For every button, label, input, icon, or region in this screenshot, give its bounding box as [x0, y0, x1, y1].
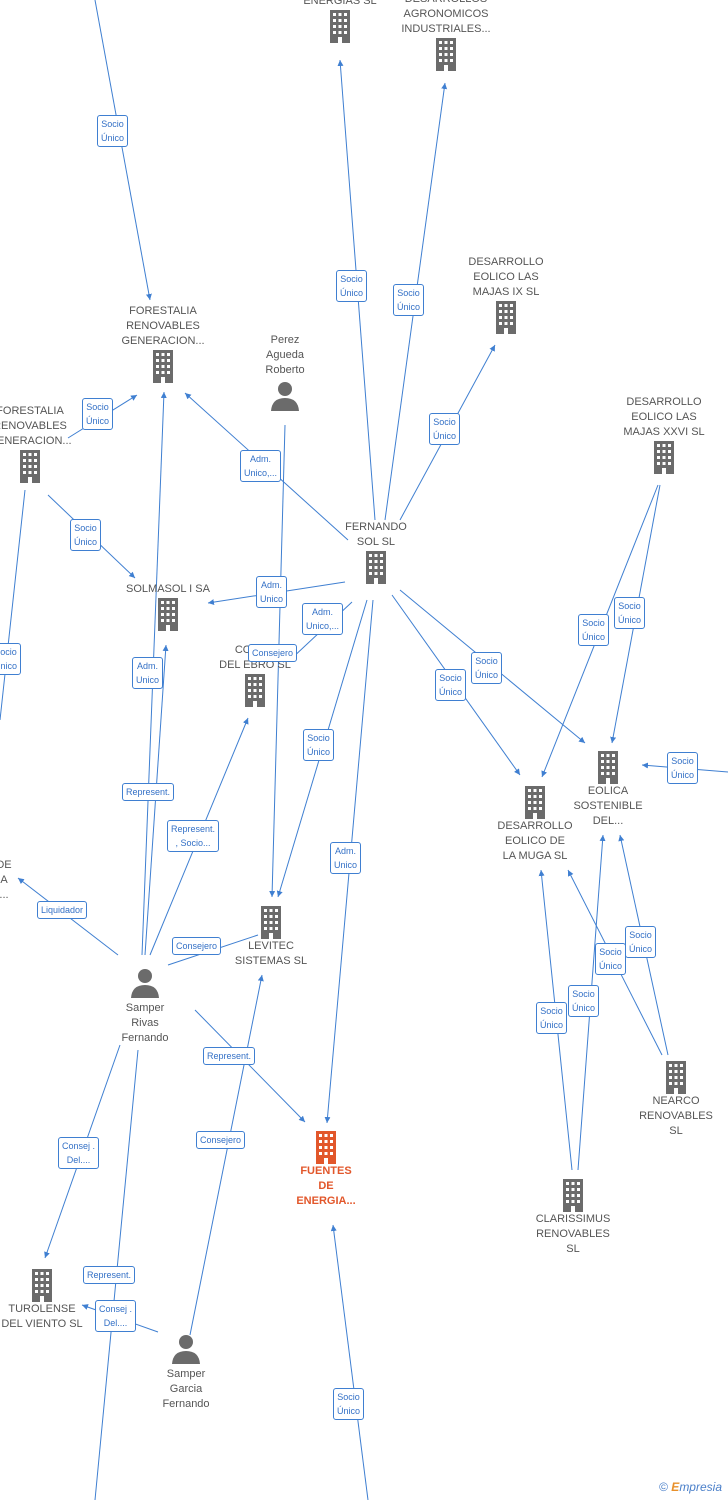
node-desarrollo-muga[interactable]: DESARROLLO EOLICO DE LA MUGA SL	[490, 785, 580, 864]
node-label: DESARROLLO EOLICO LAS MAJAS XXVI SL	[623, 396, 705, 438]
person-icon	[130, 968, 160, 998]
brand-initial: E	[671, 1480, 680, 1494]
edge-label[interactable]: Socio Único	[578, 614, 610, 646]
brand-name: mpresia	[679, 1480, 722, 1494]
edge-label[interactable]: Represent.	[122, 783, 175, 801]
node-label: FUENTES DE ENERGIA...	[296, 1165, 356, 1207]
node-label: Samper Rivas Fernando	[121, 1002, 169, 1044]
node-nearco[interactable]: NEARCO RENOVABLES SL	[630, 1060, 722, 1139]
edge-label[interactable]: Adm. Unico,...	[302, 603, 344, 635]
building-icon	[18, 449, 42, 483]
edge-label[interactable]: Socio Único	[82, 398, 114, 430]
node-fuentes-energia[interactable]: FUENTES DE ENERGIA...	[283, 1130, 369, 1209]
node-label: TUROLENSE DEL VIENTO SL	[1, 1303, 83, 1330]
edge-label[interactable]: Socio Único	[336, 270, 368, 302]
node-label: LEVITEC SISTEMAS SL	[234, 940, 308, 967]
node-partial-left[interactable]: DE A ...	[0, 858, 14, 903]
node-label: FORESTALIA RENOVABLES GENERACION...	[0, 405, 72, 447]
edge-label[interactable]: Liquidador	[37, 901, 88, 919]
node-label: FORESTALIA RENOVABLES GENERACION...	[121, 305, 205, 347]
edge-label[interactable]: Socio Único	[625, 926, 657, 958]
person-icon	[270, 381, 300, 411]
node-label: Perez Agueda Roberto	[265, 334, 305, 376]
edge-label[interactable]: Adm. Unico	[256, 576, 288, 608]
node-label: DE A ...	[0, 859, 12, 901]
node-desarrollo-eolico-majas-xxvi[interactable]: DESARROLLO EOLICO LAS MAJAS XXVI SL	[612, 395, 716, 474]
building-icon	[30, 1268, 54, 1302]
edge-label[interactable]: Consejero	[172, 937, 222, 955]
edge-label[interactable]: Socio Único	[333, 1388, 365, 1420]
brand-footer: © Empresia	[659, 1480, 722, 1494]
node-samper-rivas[interactable]: Samper Rivas Fernando	[110, 968, 180, 1046]
edge-label[interactable]: Consejero	[248, 644, 298, 662]
edge-label[interactable]: Socio Único	[667, 752, 699, 784]
node-label: NEARCO RENOVABLES SL	[639, 1095, 713, 1137]
node-fernando-sol[interactable]: FERNANDO SOL SL	[331, 520, 421, 584]
node-desarrollos-agronomicos[interactable]: DESARROLLOS AGRONOMICOS INDUSTRIALES...	[395, 0, 497, 71]
edge-label[interactable]: Socio Único	[595, 943, 627, 975]
building-icon	[664, 1060, 688, 1094]
edge-label[interactable]: Socio Único	[614, 597, 646, 629]
building-icon	[561, 1178, 585, 1212]
node-label: Samper Garcia Fernando	[162, 1368, 210, 1410]
node-label: DESARROLLO EOLICO DE LA MUGA SL	[497, 820, 573, 862]
node-desarrollo-eolico-majas-ix[interactable]: DESARROLLO EOLICO LAS MAJAS IX SL	[458, 255, 554, 334]
building-icon	[156, 597, 180, 631]
edge-label[interactable]: Represent. , Socio...	[167, 820, 220, 852]
building-icon	[314, 1130, 338, 1164]
node-clarissimus[interactable]: CLARISSIMUS RENOVABLES SL	[526, 1178, 620, 1257]
edge-label[interactable]: Socio Único	[303, 729, 335, 761]
node-forestalia-2[interactable]: FORESTALIA RENOVABLES GENERACION...	[0, 404, 80, 483]
building-icon	[523, 785, 547, 819]
edge-label[interactable]: Socio Único	[0, 643, 22, 675]
edge-label[interactable]: Socio Único	[435, 669, 467, 701]
node-label: FERNANDO SOL SL	[345, 521, 407, 548]
node-eolica-sostenible[interactable]: EOLICA SOSTENIBLE DEL...	[568, 750, 648, 829]
edge-label[interactable]: Socio Único	[393, 284, 425, 316]
edge-label[interactable]: Represent.	[83, 1266, 136, 1284]
node-solmasol[interactable]: SOLMASOL I SA	[118, 582, 218, 631]
node-label: SOLMASOL I SA	[126, 583, 210, 595]
edge-label[interactable]: Consej . Del....	[95, 1300, 137, 1332]
edge-label[interactable]: Represent.	[203, 1047, 256, 1065]
copyright-symbol: ©	[659, 1480, 668, 1494]
node-perez-agueda[interactable]: Perez Agueda Roberto	[255, 333, 315, 411]
building-icon	[328, 9, 352, 43]
edge-label[interactable]: Socio Único	[536, 1002, 568, 1034]
building-icon	[259, 905, 283, 939]
edge-label[interactable]: Socio Único	[70, 519, 102, 551]
edge-label[interactable]: Socio Único	[429, 413, 461, 445]
node-energias-sl[interactable]: ENERGIAS SL	[295, 0, 385, 43]
node-samper-garcia[interactable]: Samper Garcia Fernando	[151, 1334, 221, 1412]
building-icon	[434, 37, 458, 71]
edge-label[interactable]: Consejero	[196, 1131, 246, 1149]
node-label: DESARROLLO EOLICO LAS MAJAS IX SL	[468, 256, 544, 298]
building-icon	[596, 750, 620, 784]
edge-label[interactable]: Socio Único	[97, 115, 129, 147]
building-icon	[652, 440, 676, 474]
building-icon	[364, 550, 388, 584]
edge-label[interactable]: Socio Único	[471, 652, 503, 684]
node-label: CLARISSIMUS RENOVABLES SL	[535, 1213, 611, 1255]
edge-label[interactable]: Adm. Unico,...	[240, 450, 282, 482]
person-icon	[171, 1334, 201, 1364]
node-turolense[interactable]: TUROLENSE DEL VIENTO SL	[0, 1268, 90, 1332]
edge-label[interactable]: Adm. Unico	[132, 657, 164, 689]
node-label: ENERGIAS SL	[303, 0, 377, 7]
node-forestalia-1[interactable]: FORESTALIA RENOVABLES GENERACION...	[113, 304, 213, 383]
edge-label[interactable]: Socio Único	[568, 985, 600, 1017]
node-label: DESARROLLOS AGRONOMICOS INDUSTRIALES...	[401, 0, 491, 35]
building-icon	[151, 349, 175, 383]
edge-label[interactable]: Adm. Unico	[330, 842, 362, 874]
node-label: EOLICA SOSTENIBLE DEL...	[573, 785, 643, 827]
node-levitec[interactable]: LEVITEC SISTEMAS SL	[226, 905, 316, 969]
edge-label[interactable]: Consej . Del....	[58, 1137, 100, 1169]
building-icon	[243, 673, 267, 707]
building-icon	[494, 300, 518, 334]
